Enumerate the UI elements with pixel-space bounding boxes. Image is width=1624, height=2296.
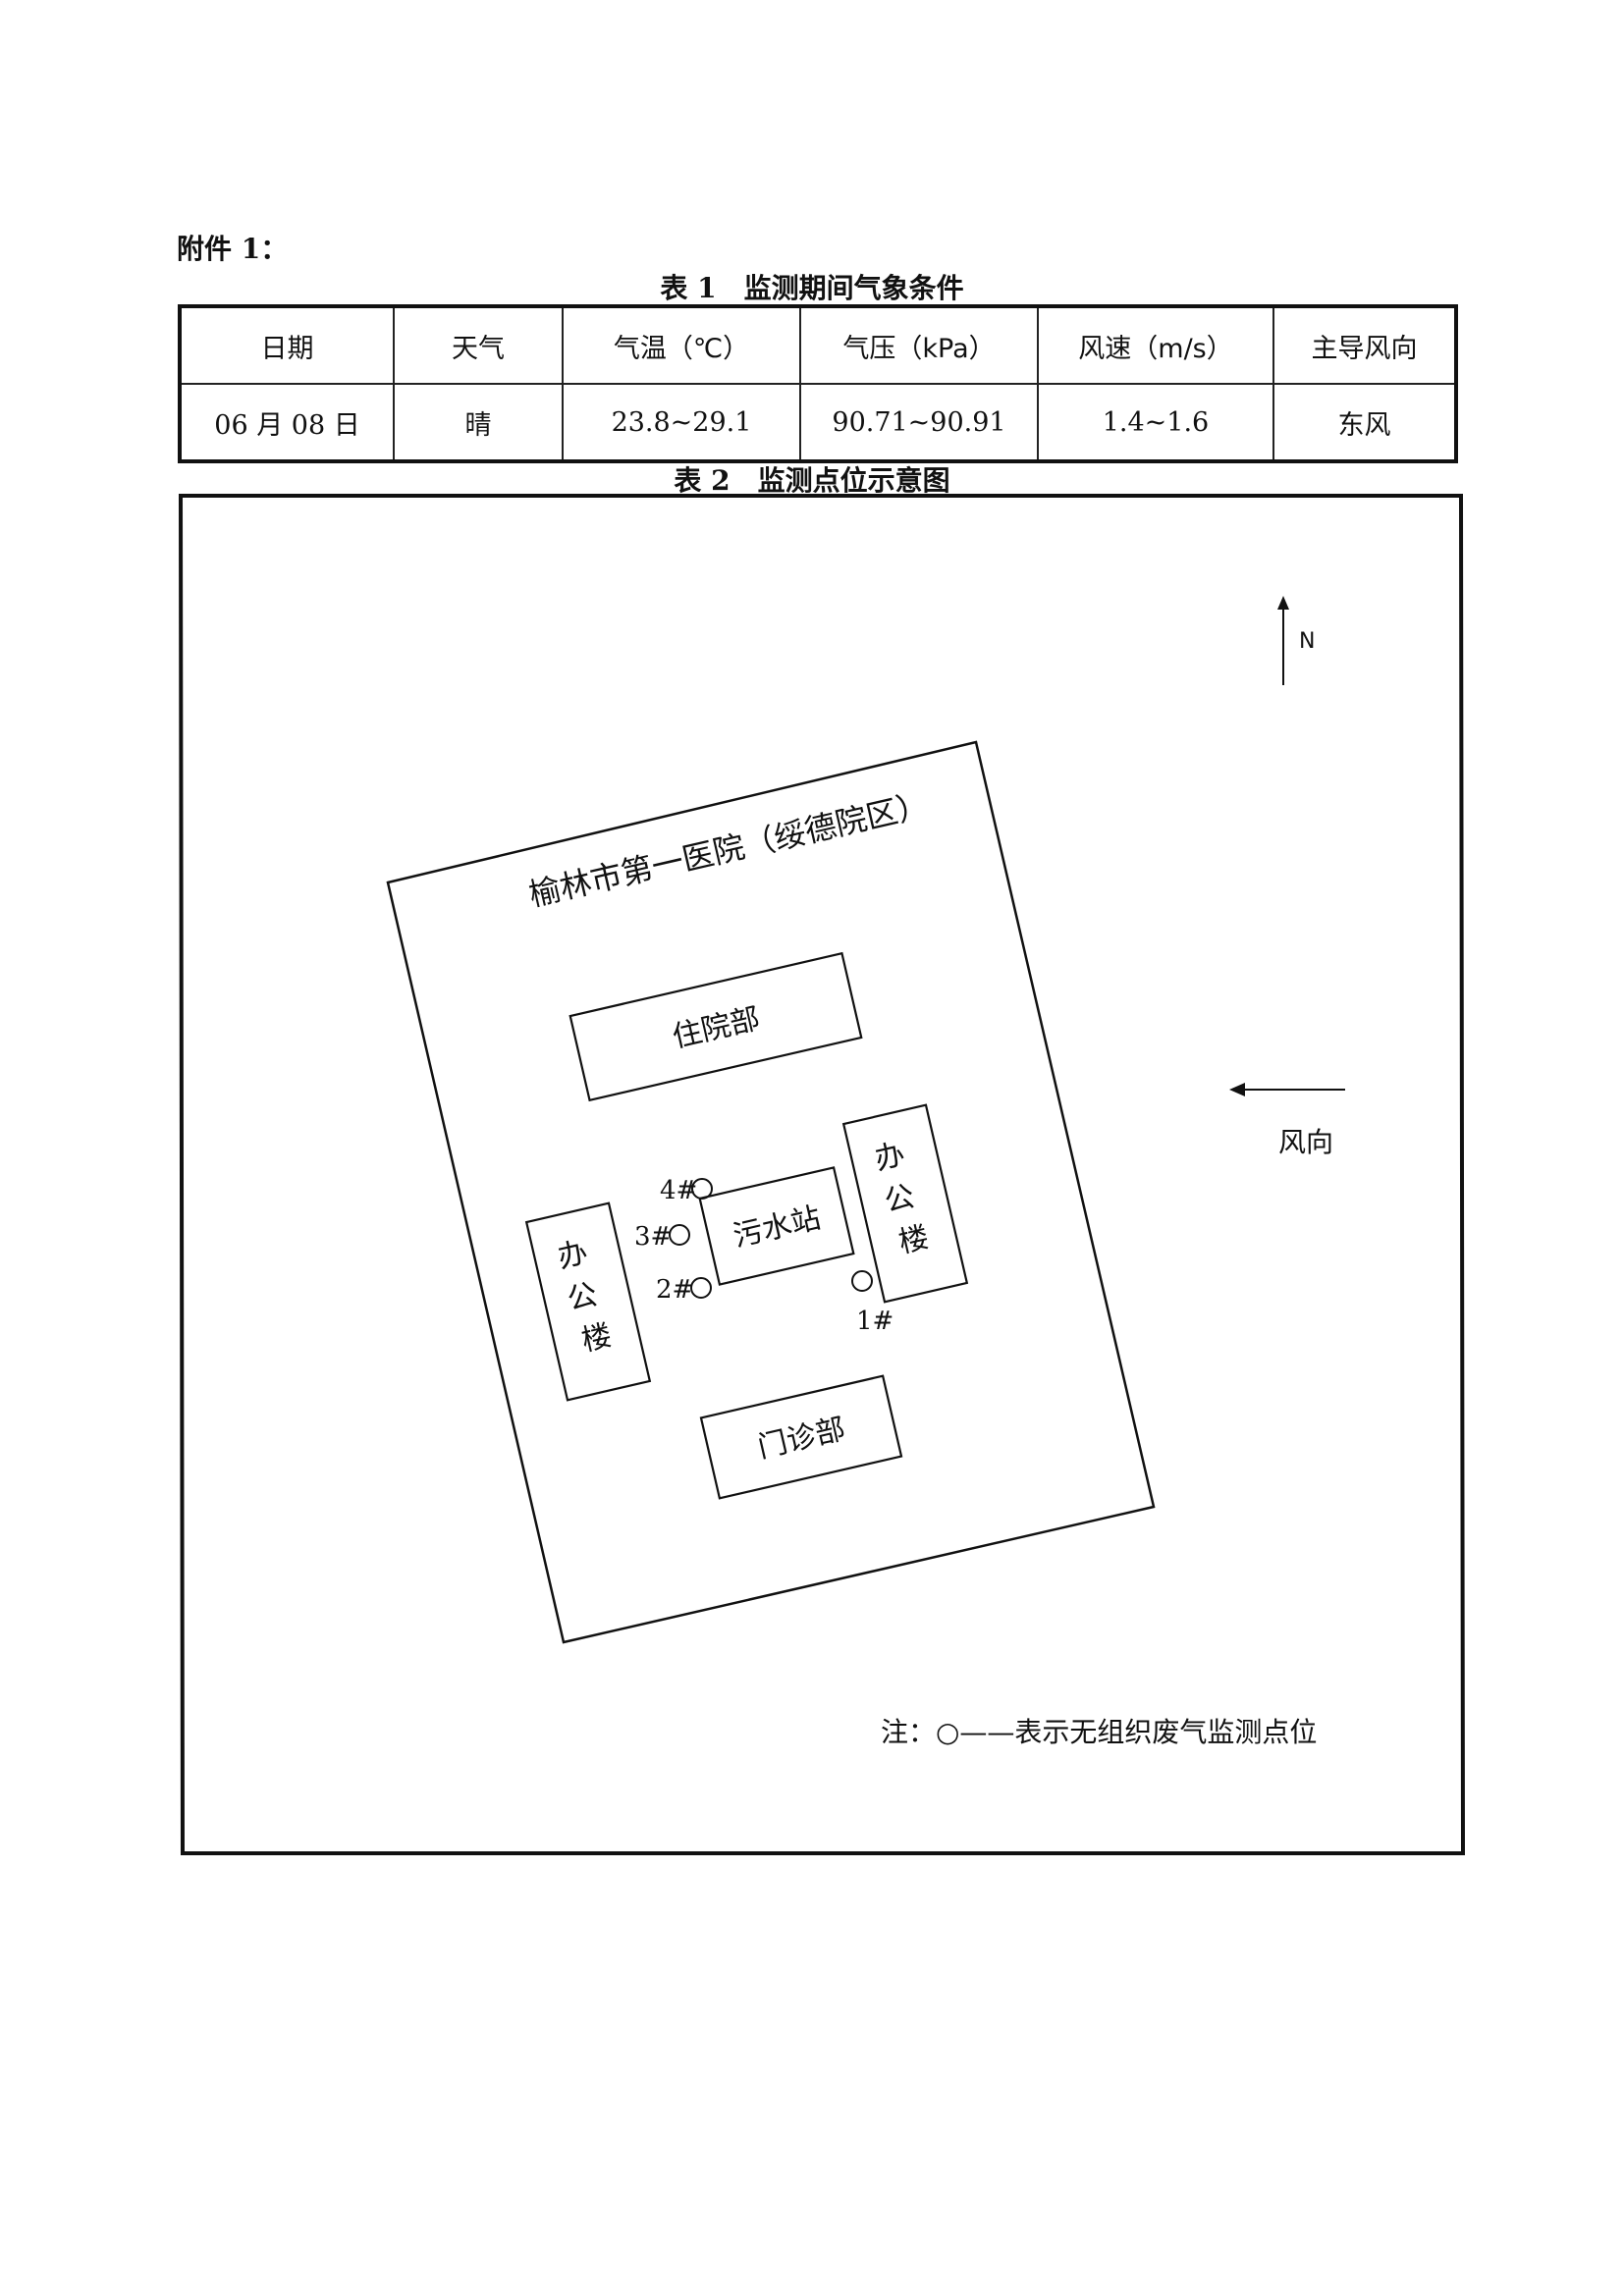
cell-weather: 晴 (393, 383, 564, 462)
header-pressure: 气压（kPa） (799, 305, 1039, 385)
table1-caption: 表 1 监测期间气象条件 (660, 272, 964, 304)
point-marker-icon (691, 1178, 713, 1200)
monitoring-site-diagram: N 风向 榆林市第一医院（绥德院区） 住院部 办 公 楼 办 公 楼 污水站 (179, 494, 1465, 1855)
office-left-label: 办 公 楼 (555, 1233, 620, 1360)
office-right-label: 办 公 楼 (872, 1135, 937, 1261)
attachment-label: 附件 1： (177, 233, 289, 265)
cell-temperature: 23.8~29.1 (562, 383, 801, 462)
point-2-label: 2# (656, 1275, 693, 1305)
cell-wind-direction: 东风 (1272, 383, 1457, 462)
monitoring-point-4: 4# (660, 1176, 713, 1205)
monitoring-point-3: 3# (634, 1222, 690, 1252)
diagram-frame (179, 494, 1465, 1855)
monitoring-point-2: 2# (656, 1275, 712, 1305)
weather-table-header-row: 日期 天气 气温（℃） 气压（kPa） 风速（m/s） 主导风向 (179, 305, 1457, 385)
point-marker-icon (669, 1224, 690, 1246)
point-marker-icon (851, 1270, 873, 1292)
table2-caption: 表 2 监测点位示意图 (674, 464, 950, 497)
weather-table: 日期 天气 气温（℃） 气压（kPa） 风速（m/s） 主导风向 06 月 08… (178, 304, 1458, 463)
table-row: 06 月 08 日 晴 23.8~29.1 90.71~90.91 1.4~1.… (179, 383, 1457, 462)
point-1-label: 1# (856, 1307, 893, 1336)
sewage-station: 污水站 (698, 1166, 855, 1286)
header-date: 日期 (179, 305, 395, 385)
hospital-name: 榆林市第一医院（绥德院区） (525, 785, 932, 914)
point-4-label: 4# (660, 1176, 697, 1205)
cell-wind-speed: 1.4~1.6 (1037, 383, 1274, 462)
hospital-compound (386, 740, 1156, 1644)
inpatient-label: 住院部 (670, 1001, 764, 1054)
north-label: N (1299, 629, 1315, 654)
wind-label: 风向 (1278, 1126, 1333, 1158)
cell-date: 06 月 08 日 (179, 383, 395, 462)
north-arrow-icon (1277, 596, 1289, 685)
header-temperature: 气温（℃） (562, 305, 801, 385)
header-wind-speed: 风速（m/s） (1037, 305, 1274, 385)
inpatient-building: 住院部 (568, 951, 863, 1102)
header-weather: 天气 (393, 305, 564, 385)
cell-pressure: 90.71~90.91 (799, 383, 1039, 462)
monitoring-point-1: 1# (851, 1270, 893, 1336)
office-building-left: 办 公 楼 (524, 1201, 652, 1402)
sewage-station-label: 污水站 (731, 1201, 825, 1254)
outpatient-building: 门诊部 (699, 1374, 903, 1500)
wind-arrow-icon (1229, 1083, 1345, 1096)
diagram-note: 注：○——表示无组织废气监测点位 (881, 1716, 1317, 1748)
office-building-right: 办 公 楼 (841, 1103, 969, 1304)
outpatient-label: 门诊部 (755, 1412, 849, 1465)
point-3-label: 3# (634, 1222, 672, 1252)
point-marker-icon (690, 1277, 712, 1299)
header-wind-direction: 主导风向 (1272, 305, 1457, 385)
